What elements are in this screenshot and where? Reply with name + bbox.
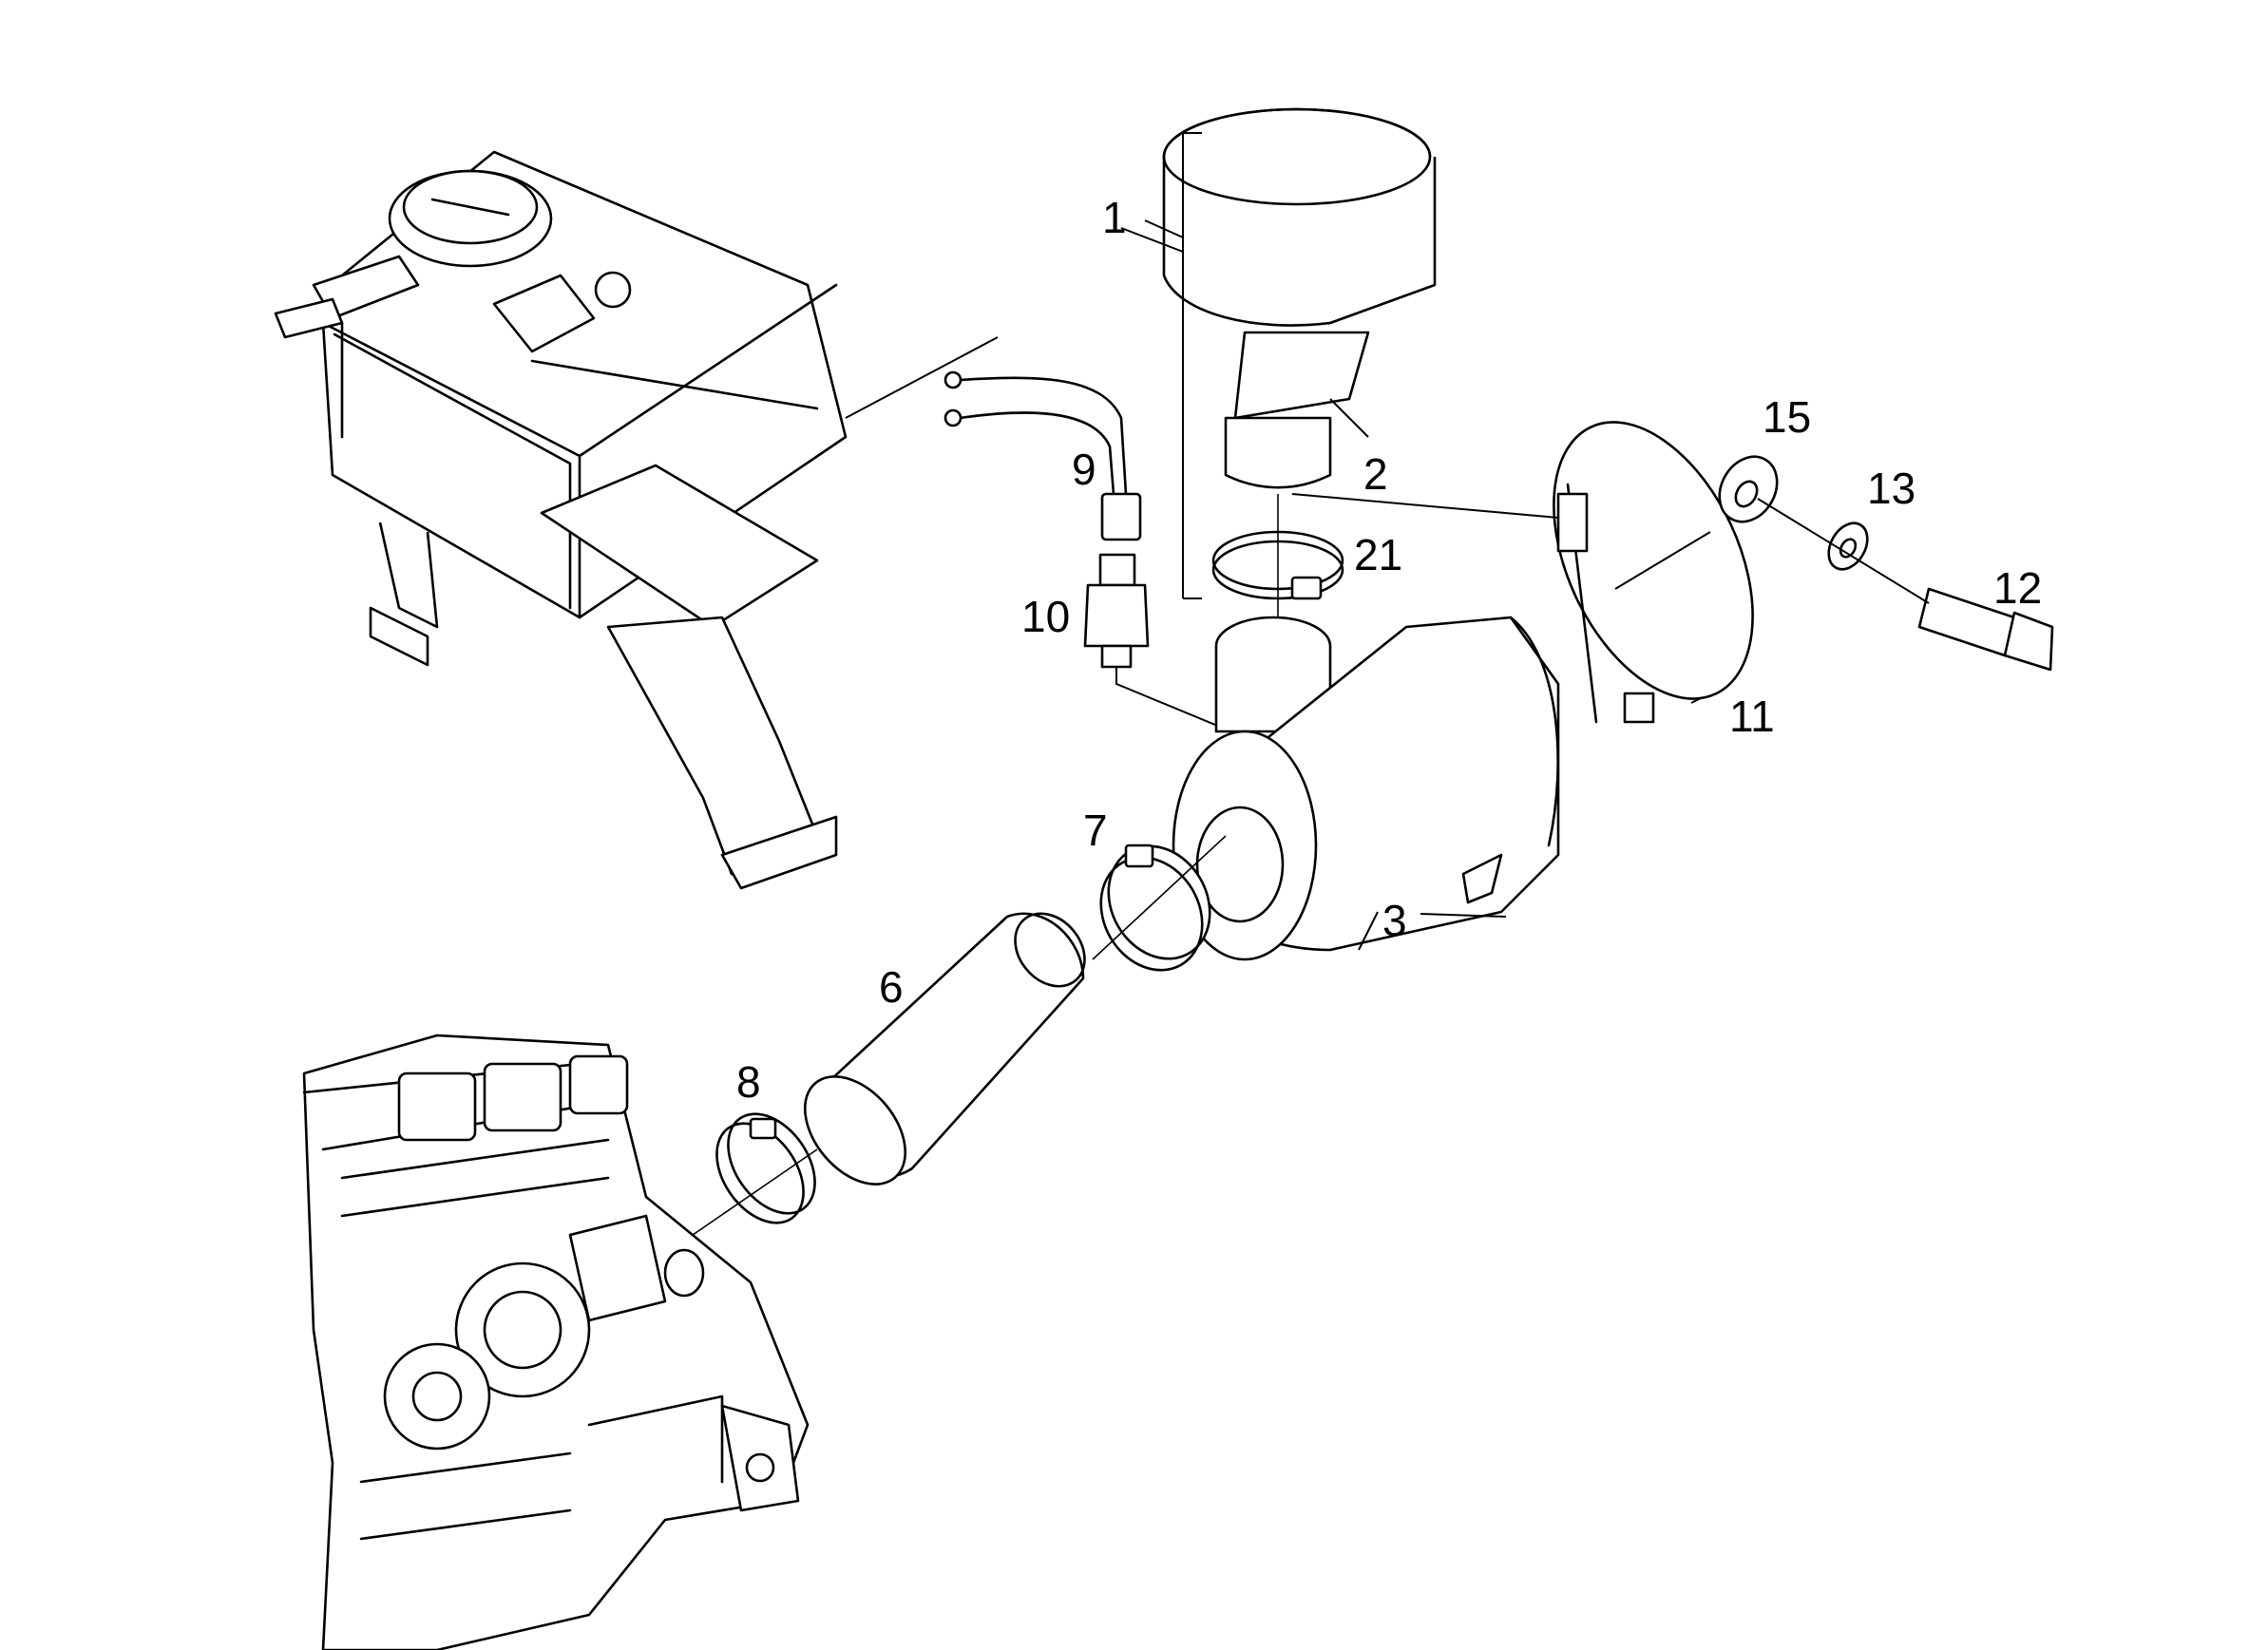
callout-7: 7 [1083, 806, 1108, 855]
callout-11: 11 [1729, 692, 1775, 741]
pressure-switch [1083, 553, 1255, 779]
pre-cleaner [1120, 107, 1437, 599]
callout-8: 8 [736, 1057, 761, 1107]
callout-1: 1 [1102, 193, 1127, 242]
engine-block [302, 1034, 810, 1650]
hose-clamp-21 [1211, 494, 1344, 665]
callout-9: 9 [1072, 445, 1096, 494]
callout-21: 21 [1354, 530, 1402, 579]
washer-13 [1827, 522, 1869, 571]
fuel-tank-assembly [274, 150, 999, 890]
callout-13: 13 [1867, 464, 1915, 513]
callout-12: 12 [1993, 563, 2042, 613]
callout-2: 2 [1363, 449, 1388, 499]
washer-15 [1718, 455, 1779, 523]
callout-6: 6 [879, 962, 904, 1012]
air-filter-housing [1172, 616, 1560, 961]
bolt-12 [1757, 498, 2054, 672]
wire-harness [943, 370, 1142, 541]
filter-cover [1291, 421, 1754, 724]
callout-15: 15 [1763, 392, 1811, 442]
intake-hose [803, 912, 1086, 1185]
hose-clamp-7 [1092, 835, 1227, 972]
callout-labels: 1 2 3 6 7 8 9 10 11 12 13 15 21 [736, 193, 2042, 1107]
callout-10: 10 [1021, 592, 1070, 641]
leader-lines [1144, 219, 1702, 951]
callout-3: 3 [1382, 896, 1407, 945]
